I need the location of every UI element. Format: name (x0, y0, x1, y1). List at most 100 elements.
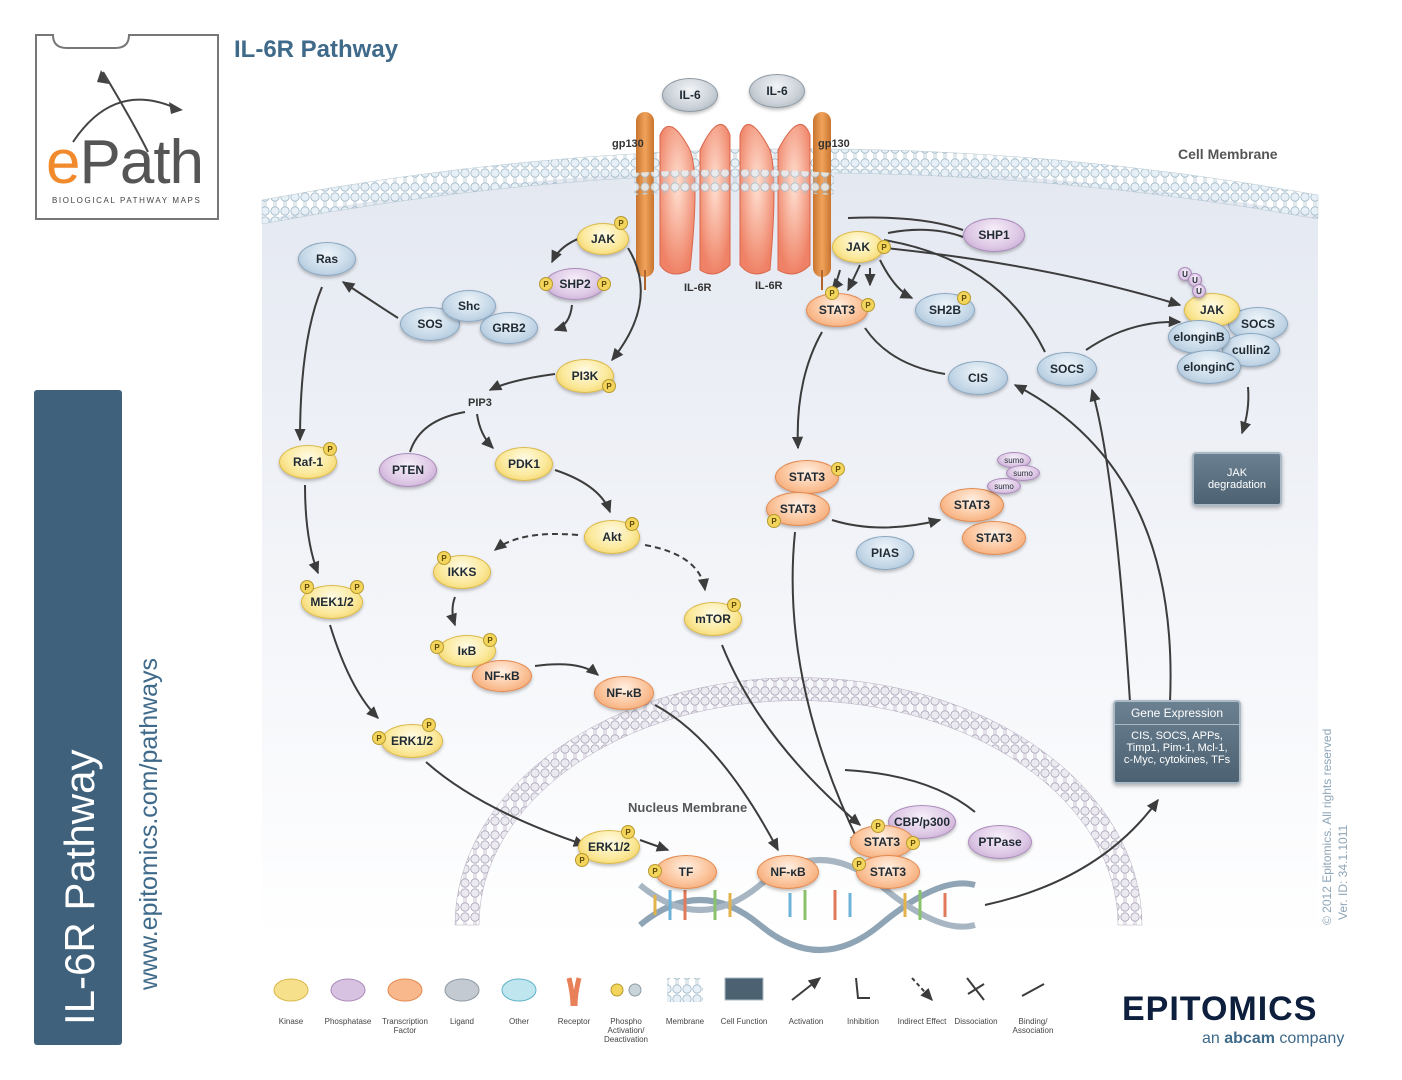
brand-sub-bold: abcam (1224, 1030, 1275, 1047)
binding-icon (1021, 983, 1045, 997)
pip3-label: PIP3 (468, 397, 492, 409)
indirect-effect-icon (911, 977, 933, 1002)
phospho-mark: P (539, 277, 553, 291)
gene-expression-line1: CIS, SOCS, APPs, (1131, 730, 1223, 742)
nucleus-membrane-label: Nucleus Membrane (628, 800, 748, 815)
stat3-nuc-2: STAT3 (856, 855, 920, 889)
page-title: IL-6R Pathway (234, 36, 399, 63)
jak-degradation-line2: degradation (1207, 479, 1267, 491)
phospho-mark: P (437, 551, 451, 565)
grb2-node: GRB2 (480, 312, 538, 344)
tf-icon (387, 978, 423, 1002)
pdk1-node: PDK1 (495, 447, 553, 481)
stat3-sumo-1: STAT3 (940, 488, 1004, 522)
legend-label-dissociation: Dissociation (954, 1017, 998, 1026)
phospho-mark: P (852, 857, 866, 871)
membrane-icon (667, 978, 703, 1002)
phospho-mark: P (430, 640, 444, 654)
erk-cyto-node: ERK1/2 (381, 724, 443, 758)
legend-label-cell-function: Cell Function (720, 1017, 768, 1026)
elonginc-node: elonginC (1177, 350, 1241, 384)
legend-label-phosphatase: Phosphatase (324, 1017, 372, 1026)
legend-label-kinase: Kinase (278, 1017, 304, 1026)
gene-expression-line2: Timp1, Pim-1, Mcl-1, (1126, 742, 1228, 754)
nfkb-free-node: NF-κB (594, 676, 654, 710)
jak-right-node: JAK (832, 231, 884, 263)
nfkb-nuc-node: NF-κB (757, 855, 819, 889)
shp2-node: SHP2 (545, 268, 605, 300)
cis-node: CIS (948, 361, 1008, 395)
activation-arrow-icon (791, 977, 822, 1001)
phospho-mark: P (861, 298, 875, 312)
phospho-mark: P (614, 216, 628, 230)
legend-label-phospho: Phospho Activation/ Deactivation (603, 1017, 649, 1044)
phospho-mark: P (575, 853, 589, 867)
kinase-icon (273, 978, 309, 1002)
pias-node: PIAS (856, 536, 914, 570)
epath-tagline: BIOLOGICAL PATHWAY MAPS (52, 196, 202, 205)
ras-node: Ras (298, 242, 356, 276)
gp130-left-label: gp130 (612, 138, 644, 150)
stat3-dimer-1: STAT3 (775, 460, 839, 494)
legend-label-other: Other (508, 1017, 529, 1026)
tf-node: TF (655, 855, 717, 889)
epath-logo (35, 34, 219, 220)
phospho-icon (610, 983, 624, 997)
gene-expression-line3: c-Myc, cytokines, TFs (1123, 754, 1231, 766)
side-bar (34, 390, 122, 1045)
phospho-mark: P (323, 442, 337, 456)
phospho-mark: P (602, 379, 616, 393)
ligand-icon (444, 978, 480, 1002)
nfkb-complex-node: NF-κB (472, 660, 532, 692)
inhibition-icon (855, 977, 870, 999)
other-icon (501, 978, 537, 1002)
dissociation-icon (966, 977, 985, 1001)
phospho-mark: P (877, 240, 891, 254)
phospho-mark: P (483, 633, 497, 647)
stat3-dimer-2: STAT3 (766, 492, 830, 526)
jak-degradation-line1: JAK (1226, 467, 1248, 479)
phospho-mark: P (597, 277, 611, 291)
brand-sub-post: company (1279, 1030, 1345, 1047)
gene-expression-box: Gene Expression CIS, SOCS, APPs, Timp1, … (1113, 700, 1241, 784)
legend-label-receptor: Receptor (557, 1017, 591, 1026)
phospho-mark: P (831, 462, 845, 476)
cell-membrane-label: Cell Membrane (1178, 146, 1278, 162)
stat3-sumo-2: STAT3 (962, 521, 1026, 555)
il6r-left-label: IL-6R (684, 282, 712, 294)
il6-ligand-2: IL-6 (749, 74, 805, 108)
il6r-right-label: IL-6R (755, 280, 783, 292)
receptor-icon (566, 977, 582, 1007)
erk-nuc-node: ERK1/2 (578, 830, 640, 864)
legend-label-inhibition: Inhibition (846, 1017, 880, 1026)
legend-label-tf: Transcription Factor (382, 1017, 428, 1035)
elonginb-node: elonginB (1168, 320, 1230, 354)
stat3-membrane-node: STAT3 (806, 293, 868, 327)
phospho-mark: P (625, 517, 639, 531)
ptpase-node: PTPase (968, 825, 1032, 859)
phospho-mark: P (621, 825, 635, 839)
shp1-node: SHP1 (963, 218, 1025, 252)
phospho-mark: P (422, 718, 436, 732)
phospho-mark: P (372, 731, 386, 745)
legend-label-membrane: Membrane (665, 1017, 705, 1026)
sumo-mark-3: sumo (987, 478, 1021, 494)
brand-sub-pre: an (1202, 1030, 1220, 1047)
il6-ligand-1: IL-6 (662, 78, 718, 112)
sumo-mark-2: sumo (1006, 465, 1040, 481)
jak-degradation-box: JAK degradation (1192, 452, 1282, 506)
legend-label-activation-arrow: Activation (788, 1017, 824, 1026)
legend-icons (273, 977, 1045, 1007)
phosphatase-icon (330, 978, 366, 1002)
mek-node: MEK1/2 (301, 585, 363, 619)
cullin2-node: cullin2 (1222, 333, 1280, 367)
gene-expression-title: Gene Expression (1115, 702, 1239, 725)
legend-label-ligand: Ligand (449, 1017, 475, 1026)
phospho-icon-off (628, 983, 642, 997)
cell-function-icon (724, 977, 764, 1001)
phospho-mark: P (767, 514, 781, 528)
brand-sub: an abcam company (1202, 1030, 1344, 1048)
legend-label-indirect-effect: Indirect Effect (897, 1017, 947, 1026)
